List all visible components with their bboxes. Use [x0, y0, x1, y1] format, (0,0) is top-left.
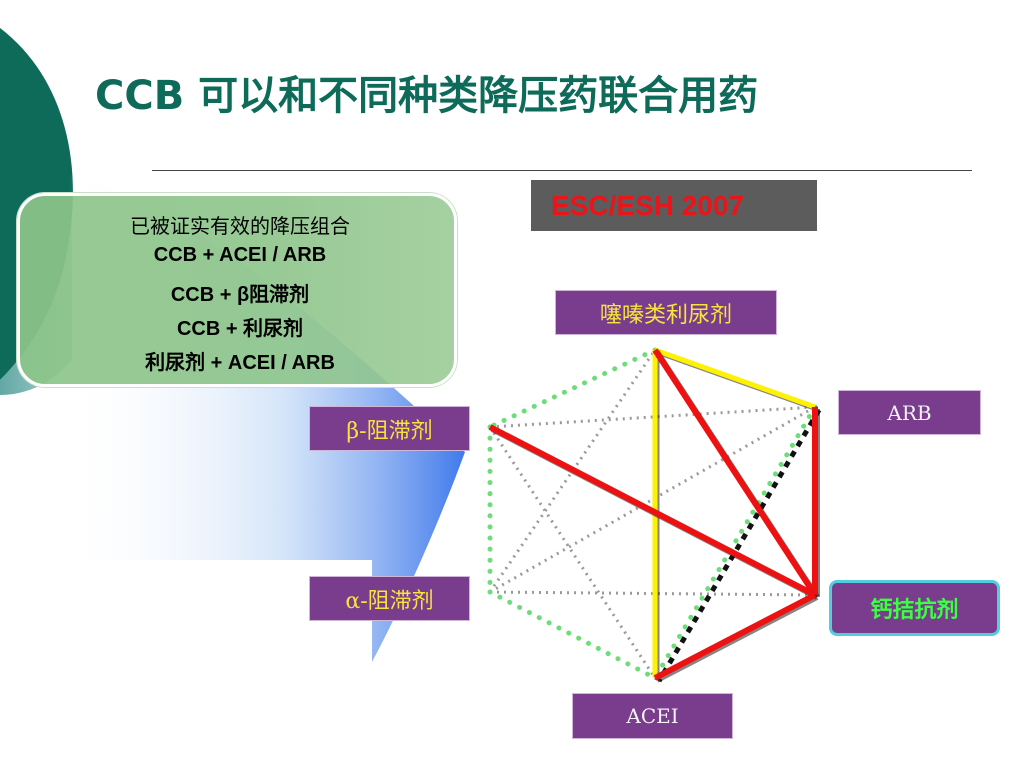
- edge-thiazide-beta_blocker: [487, 347, 658, 430]
- edge-thiazide-arb: [654, 347, 816, 410]
- edge-thiazide-ccb: [652, 348, 818, 597]
- title-underline: [152, 170, 972, 171]
- combinations-heading: 已被证实有效的降压组合: [130, 214, 350, 238]
- edge-acei-ccb: [653, 592, 817, 681]
- white-cover: [0, 600, 370, 768]
- node-thiazide-diuretic: 噻嗪类利尿剂: [555, 290, 777, 335]
- source-badge: ESC/ESH 2007: [531, 180, 817, 231]
- combination-item: 利尿剂 + ACEI / ARB: [145, 352, 335, 374]
- node-arb: ARB: [838, 390, 981, 435]
- node-calcium-channel-blocker: 钙拮抗剂: [829, 580, 1000, 636]
- combination-item: CCB + β阻滞剂: [170, 284, 310, 306]
- edge-beta_blocker-ccb: [488, 424, 817, 598]
- edge-shadow: [656, 408, 822, 683]
- node-acei: ACEI: [572, 693, 733, 739]
- slide-title: CCB 可以和不同种类降压药联合用药: [95, 73, 759, 119]
- combination-item: CCB + ACEI / ARB: [153, 244, 327, 266]
- edge-arb-acei: [652, 404, 818, 681]
- edge-alpha_blocker-acei: [487, 589, 658, 681]
- node-alpha-blocker: α-阻滞剂: [309, 576, 470, 621]
- edge-beta_blocker-acei: [488, 426, 657, 679]
- combinations-box: 已被证实有效的降压组合 CCB + ACEI / ARB CCB + β阻滞剂 …: [17, 193, 457, 387]
- node-beta-blocker: β-阻滞剂: [309, 406, 470, 451]
- combination-item: CCB + 利尿剂: [176, 318, 304, 340]
